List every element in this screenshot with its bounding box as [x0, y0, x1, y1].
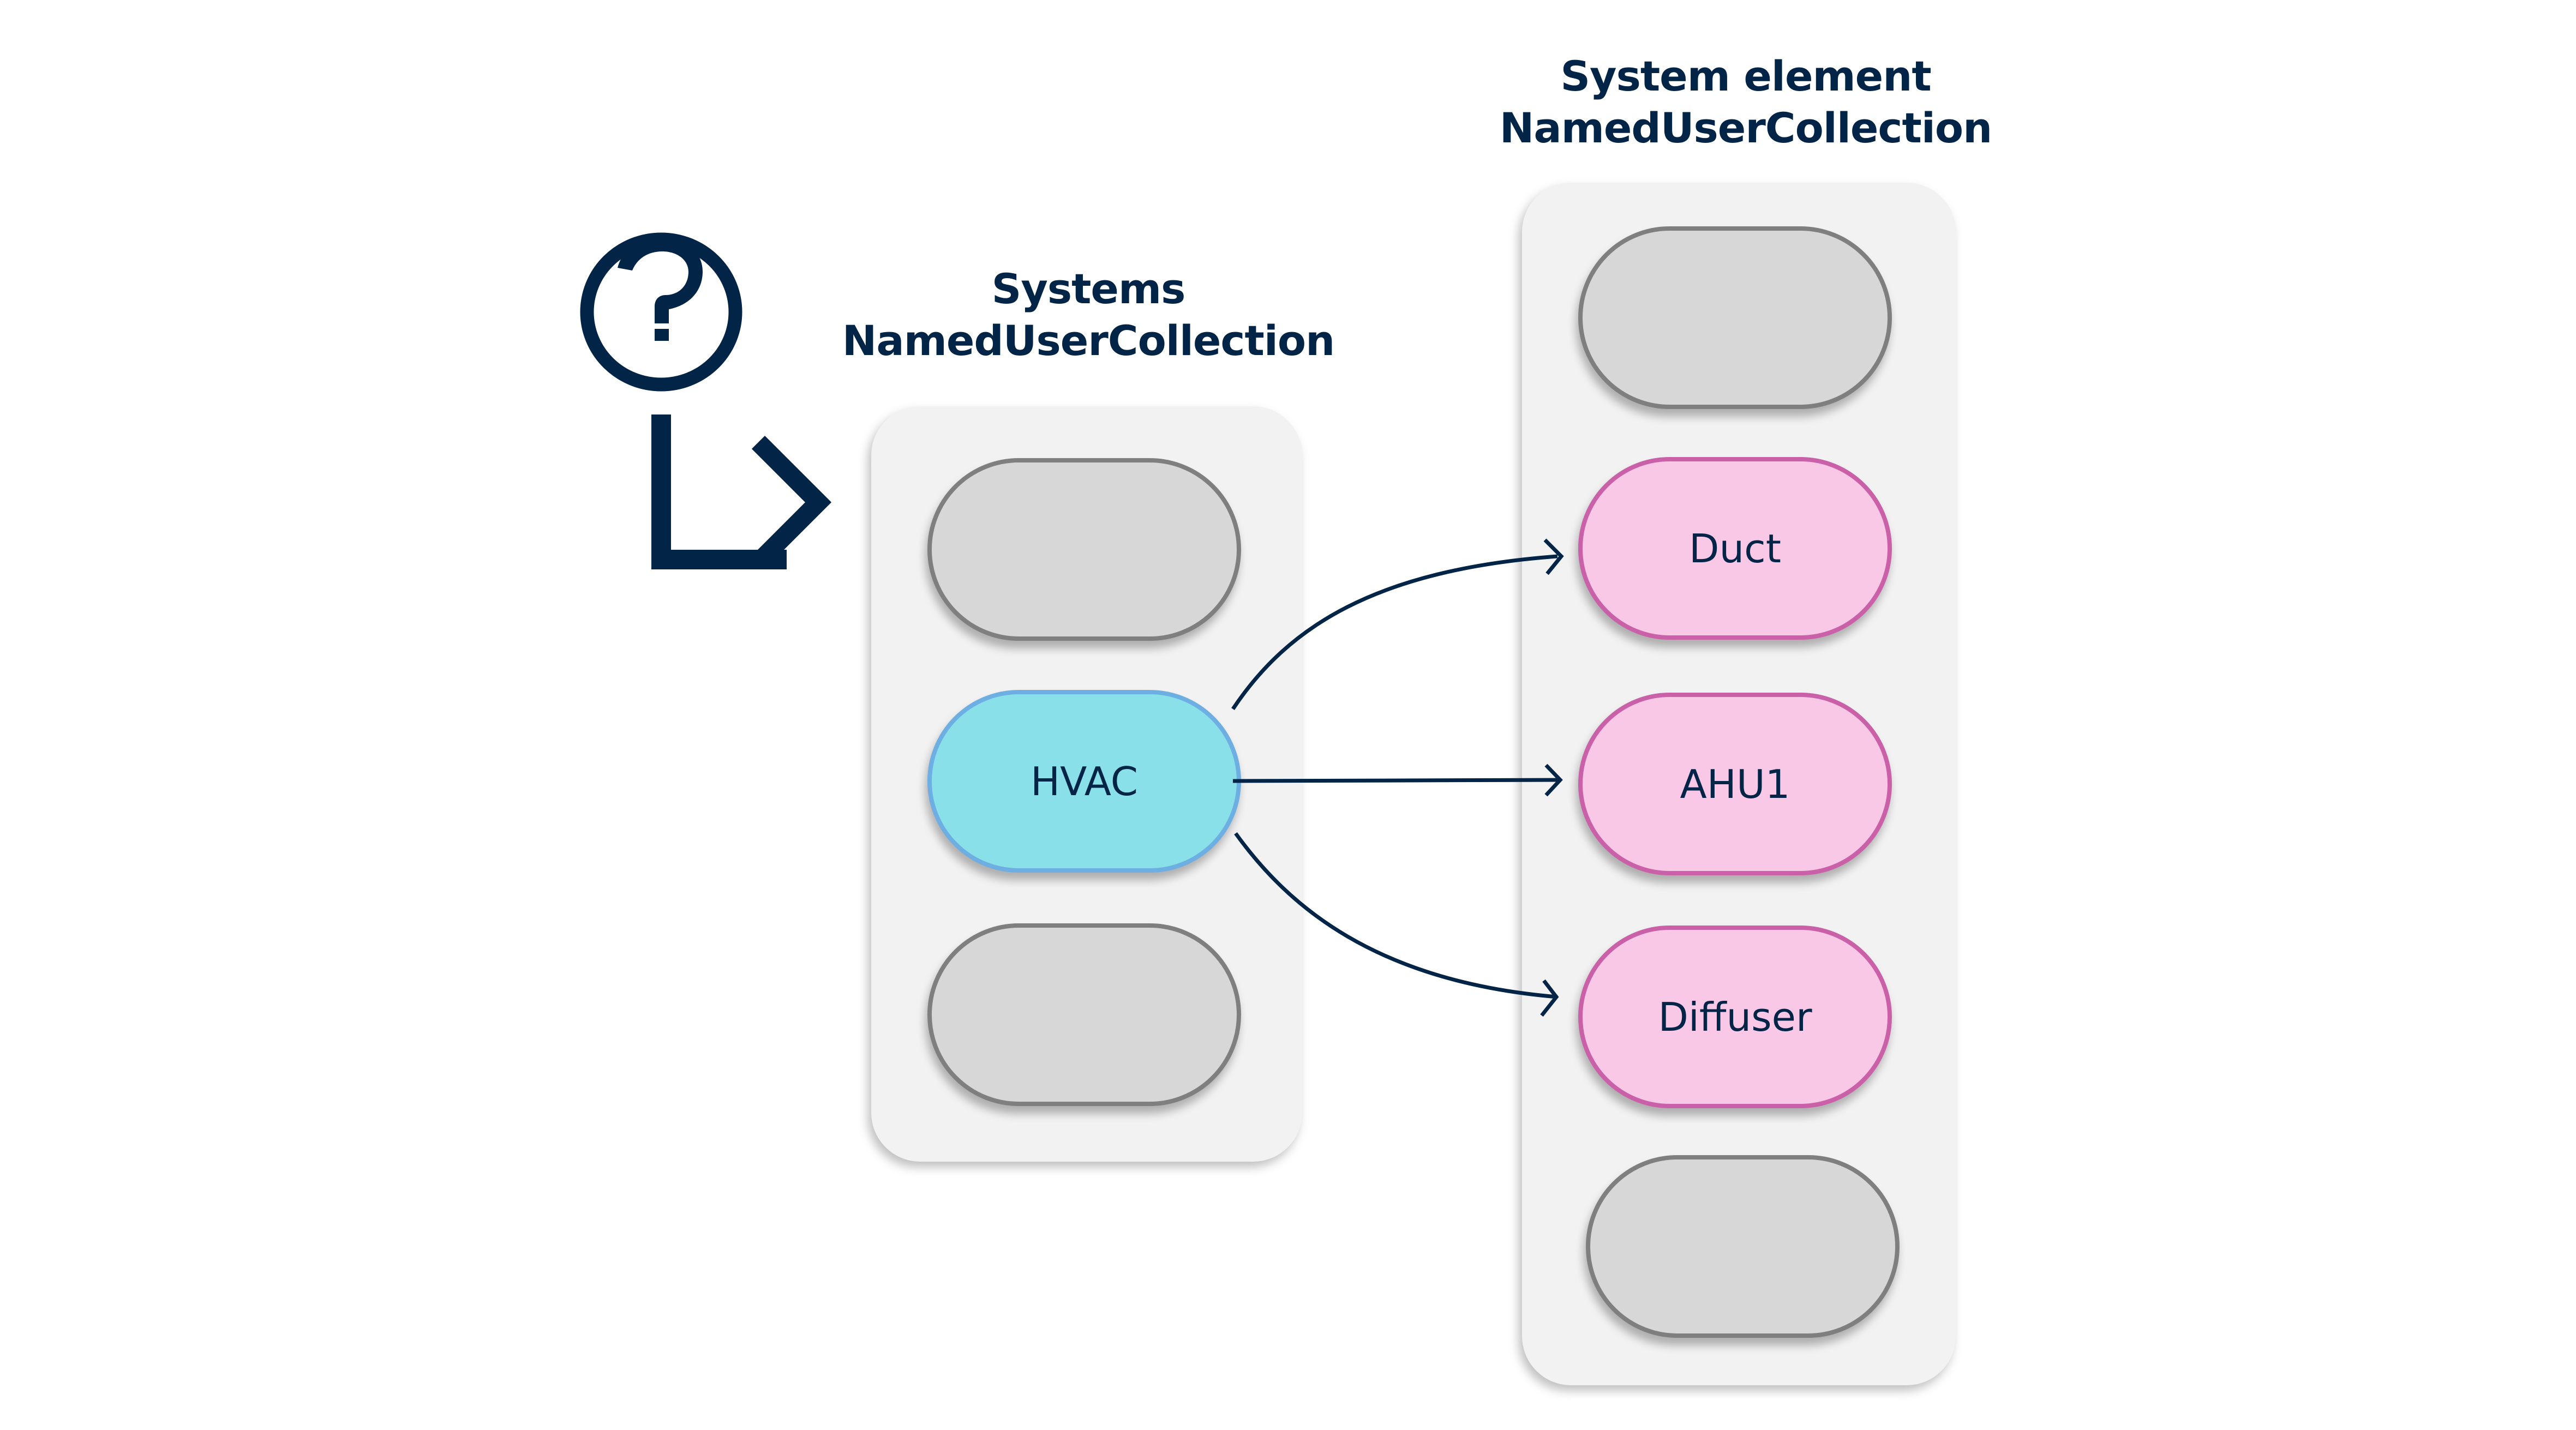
- left-collection-title: Systems NamedUserCollection: [835, 263, 1342, 366]
- systems-slot-empty[interactable]: [927, 458, 1241, 641]
- system-node-label: HVAC: [1030, 758, 1139, 804]
- element-slot-empty[interactable]: [1586, 1155, 1900, 1338]
- edge-hvac-duct-head: [1543, 538, 1564, 575]
- element-slot-empty[interactable]: [1578, 226, 1892, 409]
- system-node-hvac[interactable]: HVAC: [927, 690, 1241, 873]
- edge-hvac-diffuser-head: [1540, 979, 1559, 1017]
- edge-hvac-ahu1-head: [1544, 764, 1563, 797]
- element-node-label: Duct: [1689, 525, 1781, 572]
- right-title-line1: System element: [1560, 52, 1931, 100]
- edge-hvac-diffuser: [1234, 832, 1558, 999]
- right-title-line2: NamedUserCollection: [1499, 104, 1992, 152]
- element-node-ahu1[interactable]: AHU1: [1578, 693, 1892, 875]
- left-title-line2: NamedUserCollection: [842, 316, 1335, 365]
- edge-hvac-duct: [1231, 554, 1558, 710]
- element-node-label: Diffuser: [1658, 994, 1812, 1040]
- element-node-label: AHU1: [1680, 761, 1790, 807]
- turn-right-arrow-icon: [651, 414, 832, 569]
- question-circle-icon: [580, 232, 742, 392]
- right-collection-title: System element NamedUserCollection: [1489, 50, 2002, 154]
- element-node-duct[interactable]: Duct: [1578, 457, 1892, 640]
- systems-slot-empty[interactable]: [927, 923, 1241, 1106]
- left-title-line1: Systems: [991, 265, 1186, 313]
- edge-hvac-ahu1: [1232, 778, 1561, 783]
- element-node-diffuser[interactable]: Diffuser: [1578, 926, 1892, 1108]
